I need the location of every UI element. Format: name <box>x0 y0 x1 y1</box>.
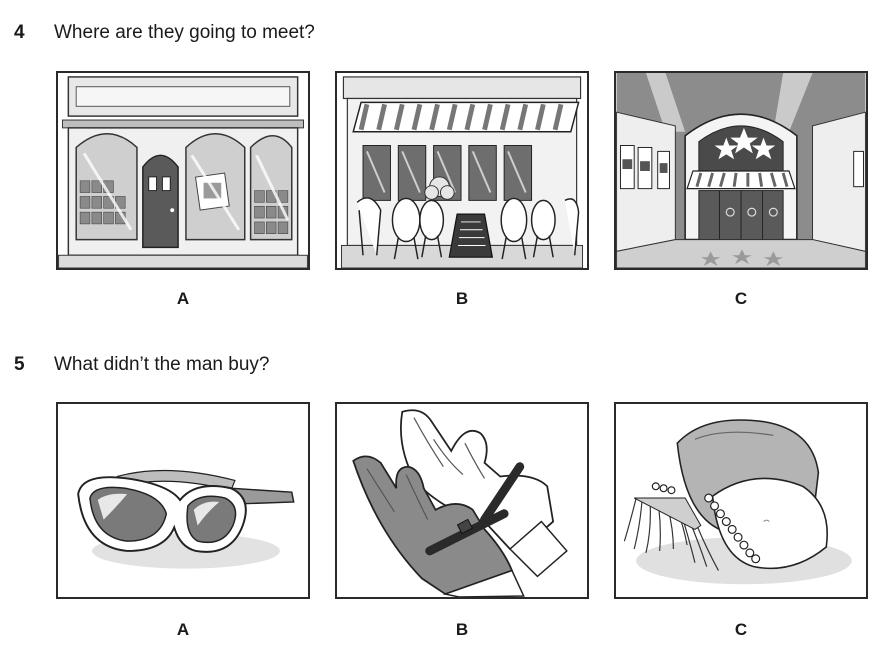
option-4a-picture-shop-front[interactable] <box>56 71 310 270</box>
option-5b-picture-gloves[interactable] <box>335 402 589 599</box>
cinema-entrance-illustration <box>616 73 866 268</box>
question-text: What didn’t the man buy? <box>54 354 270 375</box>
cafe-terrace-illustration <box>337 73 587 268</box>
option-4a-letter: A <box>176 289 190 308</box>
option-5a-picture-sunglasses[interactable] <box>56 402 310 599</box>
sunglasses-illustration <box>58 404 308 597</box>
question-5: 5 What didn’t the man buy? A <box>0 340 896 655</box>
question-number: 5 <box>14 354 25 375</box>
option-4c-letter: C <box>734 289 748 308</box>
option-5b-letter: B <box>455 620 469 639</box>
question-number: 4 <box>14 22 25 43</box>
option-4c-picture-cinema-entrance[interactable] <box>614 71 868 270</box>
question-5-heading: 5 What didn’t the man buy? <box>14 354 269 376</box>
option-5c-picture-scarf[interactable] <box>614 402 868 599</box>
question-4-heading: 4 Where are they going to meet? <box>14 22 315 44</box>
option-5c-letter: C <box>734 620 748 639</box>
gloves-illustration <box>337 404 587 597</box>
question-text: Where are they going to meet? <box>54 22 315 43</box>
scarf-illustration <box>616 404 866 597</box>
option-5a-letter: A <box>176 620 190 639</box>
option-4b-letter: B <box>455 289 469 308</box>
option-4b-picture-cafe-terrace[interactable] <box>335 71 589 270</box>
question-4: 4 Where are they going to meet? <box>0 0 896 320</box>
shop-front-illustration <box>58 73 308 268</box>
